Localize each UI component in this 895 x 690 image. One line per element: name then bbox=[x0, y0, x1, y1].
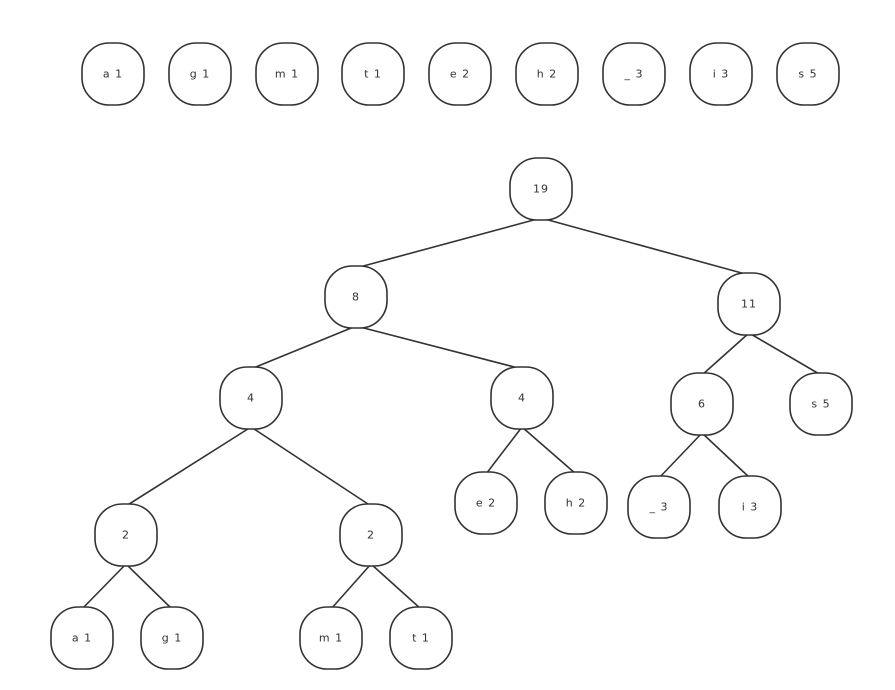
node-circle bbox=[718, 475, 782, 539]
node-circle bbox=[515, 42, 579, 106]
edge-n2b-nm bbox=[330, 563, 372, 610]
edge-n4a-n2b bbox=[250, 426, 372, 507]
node-label: a 1 bbox=[103, 68, 123, 81]
node-n6: 6 bbox=[670, 372, 734, 436]
node-label: _ 3 bbox=[649, 501, 669, 514]
node-label: 2 bbox=[367, 529, 375, 542]
edge-n11-n6 bbox=[701, 332, 750, 376]
node-label: 11 bbox=[741, 298, 757, 311]
node-f-a: a 1 bbox=[81, 42, 145, 106]
node-label: g 1 bbox=[162, 632, 182, 645]
edge-n2a-ng bbox=[125, 563, 173, 610]
node-circle bbox=[670, 372, 734, 436]
node-na: a 1 bbox=[50, 606, 114, 670]
node-label: g 1 bbox=[190, 68, 210, 81]
node-label: i 3 bbox=[713, 68, 730, 81]
node-circle bbox=[490, 366, 554, 430]
node-label: h 2 bbox=[537, 68, 557, 81]
node-f-i: i 3 bbox=[689, 42, 753, 106]
edge-n2a-na bbox=[81, 563, 127, 610]
node-n2a: 2 bbox=[94, 503, 158, 567]
tree-edges bbox=[81, 217, 822, 610]
node-n19: 19 bbox=[509, 157, 573, 221]
node-label: _ 3 bbox=[624, 68, 644, 81]
node-ns: s 5 bbox=[789, 372, 853, 436]
edge-n8-n4a bbox=[250, 325, 357, 370]
node-nt: t 1 bbox=[389, 606, 453, 670]
node-circle bbox=[689, 42, 753, 106]
node-label: s 5 bbox=[798, 68, 817, 81]
node-label: s 5 bbox=[811, 398, 830, 411]
node-circle bbox=[255, 42, 319, 106]
node-label: m 1 bbox=[319, 632, 343, 645]
node-circle bbox=[168, 42, 232, 106]
node-circle bbox=[776, 42, 840, 106]
node-circle bbox=[627, 475, 691, 539]
node-circle bbox=[509, 157, 573, 221]
node-circle bbox=[454, 471, 518, 535]
node-circle bbox=[299, 606, 363, 670]
node-f-m: m 1 bbox=[255, 42, 319, 106]
node-n11: 11 bbox=[717, 272, 781, 336]
node-circle bbox=[428, 42, 492, 106]
node-f-underscore: _ 3 bbox=[602, 42, 666, 106]
node-n8: 8 bbox=[324, 265, 388, 329]
edge-n4b-ne bbox=[485, 426, 523, 475]
node-circle bbox=[94, 503, 158, 567]
node-label: 4 bbox=[518, 392, 526, 405]
node-circle bbox=[81, 42, 145, 106]
node-n2b: 2 bbox=[339, 503, 403, 567]
node-circle bbox=[717, 272, 781, 336]
node-circle bbox=[789, 372, 853, 436]
node-circle bbox=[219, 366, 283, 430]
edge-n6-ni bbox=[701, 432, 751, 479]
node-label: e 2 bbox=[450, 68, 470, 81]
node-label: i 3 bbox=[742, 501, 759, 514]
node-label: a 1 bbox=[72, 632, 92, 645]
edge-n8-n4b bbox=[355, 325, 523, 370]
node-label: e 2 bbox=[476, 497, 496, 510]
node-circle bbox=[339, 503, 403, 567]
node-circle bbox=[341, 42, 405, 106]
node-n4b: 4 bbox=[490, 366, 554, 430]
node-label: m 1 bbox=[275, 68, 299, 81]
node-f-h: h 2 bbox=[515, 42, 579, 106]
node-label: 4 bbox=[247, 392, 255, 405]
edge-n4a-n2a bbox=[125, 426, 252, 507]
node-circle bbox=[140, 606, 204, 670]
node-circle bbox=[324, 265, 388, 329]
node-ni: i 3 bbox=[718, 475, 782, 539]
node-nu: _ 3 bbox=[627, 475, 691, 539]
node-label: h 2 bbox=[566, 497, 586, 510]
node-label: t 1 bbox=[364, 68, 382, 81]
node-n4a: 4 bbox=[219, 366, 283, 430]
node-label: 19 bbox=[533, 183, 549, 196]
node-circle bbox=[50, 606, 114, 670]
node-label: 2 bbox=[122, 529, 130, 542]
node-nh: h 2 bbox=[544, 471, 608, 535]
node-circle bbox=[602, 42, 666, 106]
edge-n2b-nt bbox=[370, 563, 422, 610]
node-label: 8 bbox=[352, 291, 360, 304]
huffman-tree: 19 8 11 4 4 6 s 5 e 2 h 2 _ 3 i 3 2 2 a 1 g 1 m 1 t 1 bbox=[50, 157, 853, 670]
node-f-e: e 2 bbox=[428, 42, 492, 106]
node-circle bbox=[389, 606, 453, 670]
edge-n19-n11 bbox=[540, 217, 750, 276]
edge-n19-n8 bbox=[355, 217, 542, 269]
edge-n6-nu bbox=[658, 432, 703, 479]
node-label: t 1 bbox=[412, 632, 430, 645]
node-ng: g 1 bbox=[140, 606, 204, 670]
node-nm: m 1 bbox=[299, 606, 363, 670]
node-label: 6 bbox=[698, 398, 706, 411]
node-circle bbox=[544, 471, 608, 535]
node-f-t: t 1 bbox=[341, 42, 405, 106]
node-f-s: s 5 bbox=[776, 42, 840, 106]
frequency-list: a 1 g 1 m 1 t 1 e 2 h 2 _ 3 i 3 s 5 bbox=[81, 42, 840, 106]
edge-n4b-nh bbox=[521, 426, 577, 475]
edge-n11-ns bbox=[748, 332, 822, 376]
node-ne: e 2 bbox=[454, 471, 518, 535]
node-f-g: g 1 bbox=[168, 42, 232, 106]
